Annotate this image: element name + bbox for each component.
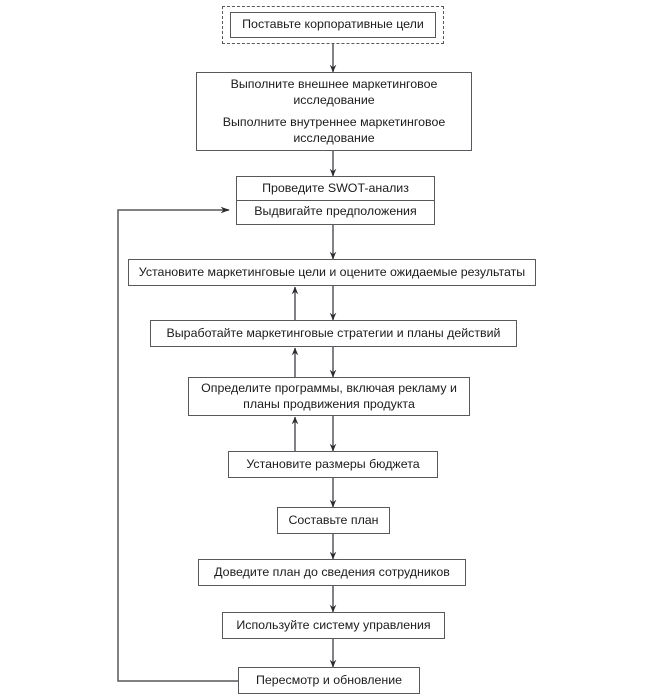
node-control-system[interactable]: Используйте систему управления: [222, 612, 445, 639]
node-swot-analysis[interactable]: Проведите SWOT-анализ: [236, 176, 435, 201]
node-write-plan-label: Составьте план: [288, 512, 379, 527]
node-communicate-plan-label: Доведите план до сведения сотрудников: [214, 564, 450, 579]
arrow-review-feedback-loop: [117, 206, 238, 682]
node-marketing-research[interactable]: Выполните внешнее маркетинговое исследов…: [196, 72, 472, 151]
node-control-system-label: Используйте систему управления: [236, 617, 431, 632]
node-review-update[interactable]: Пересмотр и обновление: [238, 667, 420, 694]
node-marketing-strategies-label: Выработайте маркетинговые стратегии и пл…: [166, 325, 501, 340]
node-marketing-objectives-label: Установите маркетинговые цели и оцените …: [138, 264, 526, 279]
node-swot-analysis-label: Проведите SWOT-анализ: [262, 180, 409, 195]
node-programmes[interactable]: Определите программы, включая рекламу и …: [188, 377, 470, 416]
node-communicate-plan[interactable]: Доведите план до сведения сотрудников: [198, 559, 466, 586]
node-budget[interactable]: Установите размеры бюджета: [228, 451, 438, 478]
node-programmes-label: Определите программы, включая рекламу и …: [201, 381, 457, 411]
node-corporate-goals-label: Поставьте корпоративные цели: [242, 17, 424, 32]
node-marketing-strategies[interactable]: Выработайте маркетинговые стратегии и пл…: [150, 320, 517, 347]
node-assumptions[interactable]: Выдвигайте предположения: [236, 199, 435, 225]
node-marketing-research-line-2: Выполните внутреннее маркетинговое иссле…: [222, 115, 446, 145]
main-flow-arrows: [117, 44, 337, 682]
node-write-plan[interactable]: Составьте план: [277, 507, 390, 534]
node-marketing-objectives[interactable]: Установите маркетинговые цели и оцените …: [128, 259, 536, 286]
node-marketing-research-line-1: Выполните внешнее маркетинговое исследов…: [230, 77, 438, 107]
swot-assumptions-stack: Проведите SWOT-анализ Выдвигайте предпол…: [236, 176, 435, 225]
node-corporate-goals[interactable]: Поставьте корпоративные цели: [230, 12, 436, 38]
node-budget-label: Установите размеры бюджета: [246, 456, 420, 471]
node-assumptions-label: Выдвигайте предположения: [254, 204, 417, 219]
node-review-update-label: Пересмотр и обновление: [255, 672, 403, 687]
